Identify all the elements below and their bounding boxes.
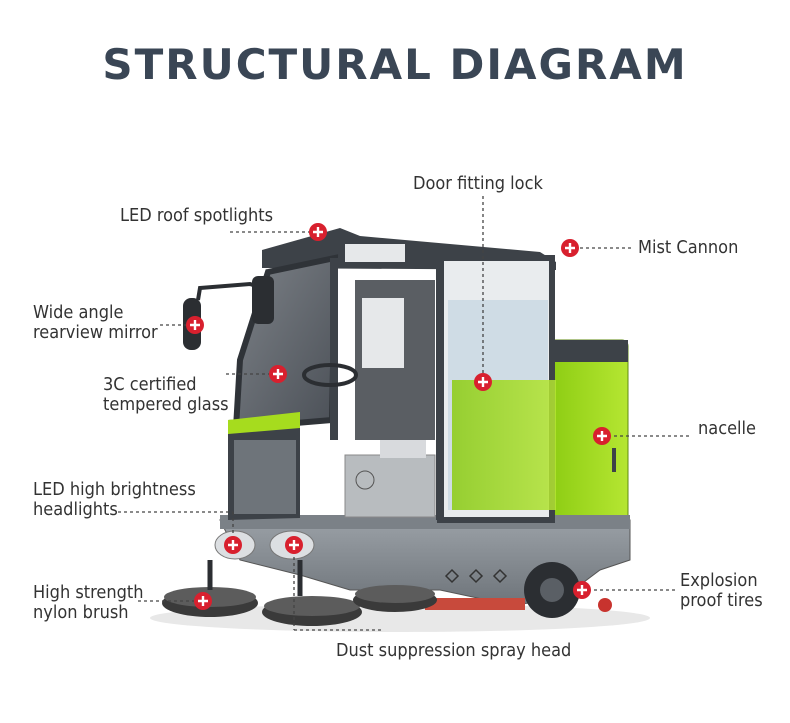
hotspot-markers [186,223,611,610]
label-glass-line1: 3C certified [103,374,197,395]
label-mirror-line1: Wide angle [33,302,124,323]
cab [228,228,556,523]
marker-tires[interactable] [573,581,591,599]
label-nacelle: nacelle [698,418,757,439]
leader-lines [118,196,692,631]
label-mirror-line2: rearview mirror [33,322,158,343]
label-brush-line1: High strength [33,582,144,603]
marker-brush[interactable] [194,592,212,610]
label-door-lock: Door fitting lock [413,173,543,194]
rear-wheel [524,562,612,618]
label-led-roof: LED roof spotlights [120,205,274,226]
rear-body [547,339,629,531]
label-brush-line2: nylon brush [33,602,129,623]
marker-spray[interactable] [285,536,303,554]
label-headlights-line1: LED high brightness [33,479,196,500]
marker-mirror[interactable] [186,316,204,334]
marker-glass[interactable] [269,365,287,383]
label-spray: Dust suppression spray head [336,640,572,661]
marker-mist-cannon[interactable] [561,239,579,257]
page-title: STRUCTURAL DIAGRAM [102,40,688,89]
label-headlights-line2: headlights [33,499,118,520]
marker-led-roof[interactable] [309,223,327,241]
label-tires-line2: proof tires [680,590,763,611]
marker-nacelle[interactable] [593,427,611,445]
marker-door-lock[interactable] [474,373,492,391]
label-tires-line1: Explosion [680,570,758,591]
label-mist-cannon: Mist Cannon [638,237,739,258]
marker-headlights[interactable] [224,536,242,554]
label-glass-line2: tempered glass [103,394,229,415]
